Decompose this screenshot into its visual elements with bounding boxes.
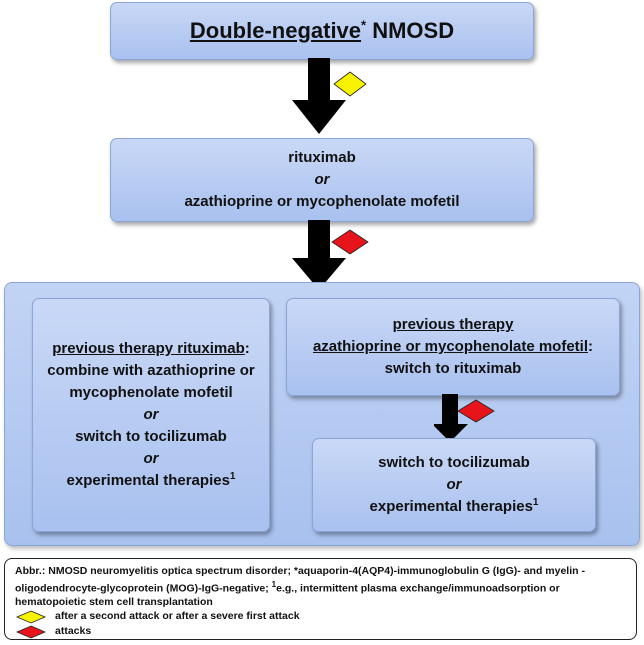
left-line4-text: experimental therapies (66, 472, 230, 489)
left-line2: mycophenolate mofetil (69, 384, 233, 401)
second-box: rituximab or azathioprine or mycophenola… (110, 138, 534, 222)
down-arrow-1 (292, 58, 367, 134)
red-diamond-icon-2 (457, 399, 495, 423)
left-line4-sup: 1 (229, 471, 236, 482)
legend-abbr-text: Abbr.: NMOSD neuromyelitis optica spectr… (15, 565, 585, 595)
right-bottom-or: or (446, 476, 462, 493)
left-box: previous therapy rituximab: combine with… (32, 298, 270, 532)
right-top-heading1: previous therapy (392, 316, 514, 333)
top-box-title: Double-negative* NMOSD (190, 17, 454, 45)
right-top-heading2: azathioprine or mycophenolate mofetil: (313, 336, 593, 358)
legend-abbr-sup: 1 (271, 580, 277, 589)
legend-abbr-end: e.g., intermittent plasma exchange/immun… (15, 582, 560, 608)
left-heading-colon: : (244, 340, 250, 357)
down-arrow-2 (292, 220, 369, 290)
second-box-or: or (314, 171, 330, 188)
left-or2: or (143, 450, 159, 467)
title-underlined: Double-negative (189, 18, 362, 43)
title-star: * (361, 17, 367, 33)
second-box-line1: rituximab (288, 149, 356, 166)
second-box-line3: azathioprine or mycophenolate mofetil (184, 193, 460, 210)
right-bottom-line2-sup: 1 (532, 497, 539, 508)
title-rest: NMOSD (366, 18, 455, 43)
left-line1: combine with azathioprine or (47, 362, 255, 379)
right-bottom-line2-text: experimental therapies (369, 498, 533, 515)
red-diamond-icon (331, 229, 369, 255)
right-top-box: previous therapy azathioprine or mycophe… (286, 298, 620, 396)
legend-yellow-row: after a second attack or after a severe … (15, 610, 626, 624)
right-bottom-line1: switch to tocilizumab (378, 454, 530, 471)
right-top-heading2-text: azathioprine or mycophenolate mofetil (312, 338, 589, 355)
right-bottom-box: switch to tocilizumab or experimental th… (312, 438, 596, 532)
right-top-line1: switch to rituximab (384, 360, 522, 377)
yellow-diamond-legend-icon (15, 610, 47, 623)
left-line4: experimental therapies1 (67, 470, 236, 492)
legend-box: Abbr.: NMOSD neuromyelitis optica spectr… (4, 558, 637, 640)
right-top-heading2-colon: : (588, 338, 594, 355)
legend-red-row: attacks (15, 625, 626, 639)
yellow-diamond-icon (333, 71, 367, 97)
top-box: Double-negative* NMOSD (110, 2, 534, 60)
left-heading-text: previous therapy rituximab (52, 340, 245, 357)
red-diamond-legend-icon (15, 625, 47, 638)
legend-red-label: attacks (55, 625, 92, 637)
left-heading: previous therapy rituximab: (52, 338, 250, 360)
down-arrow-3 (434, 394, 495, 442)
legend-yellow-label: after a second attack or after a severe … (55, 610, 300, 622)
left-or1: or (143, 406, 159, 423)
legend-abbr: Abbr.: NMOSD neuromyelitis optica spectr… (15, 565, 626, 609)
right-bottom-line2: experimental therapies1 (370, 496, 539, 518)
left-line3: switch to tocilizumab (75, 428, 227, 445)
